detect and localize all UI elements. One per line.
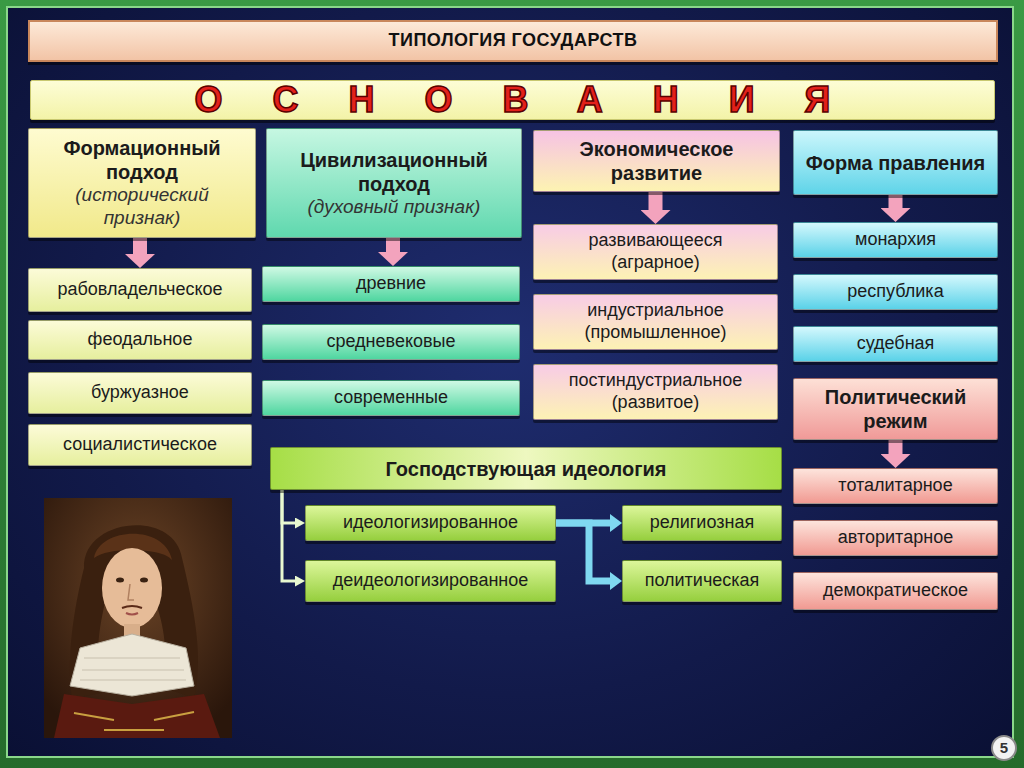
criterion-header: Экономическое развитие <box>533 130 780 192</box>
box-text: средневековые <box>326 331 455 353</box>
box-text: современные <box>334 387 448 409</box>
type-box: судебная <box>793 326 998 362</box>
box-text: тоталитарное <box>838 475 952 497</box>
box-text: судебная <box>857 333 935 355</box>
criterion-header: Форма правления <box>793 130 998 195</box>
type-box: авторитарное <box>793 520 998 556</box>
type-box: древние <box>262 266 520 302</box>
slide-number-text: 5 <box>1000 739 1008 757</box>
box-text: Цивилизационный подход <box>275 148 513 196</box>
type-box: идеологизированное <box>305 505 556 541</box>
box-text: индустриальное (промышленное) <box>542 300 769 343</box>
criterion-header: Формационный подход(исторический признак… <box>28 128 256 238</box>
type-box: тоталитарное <box>793 468 998 504</box>
type-box: развивающееся (аграрное) <box>533 224 778 280</box>
connector-arrow <box>133 238 147 254</box>
box-text: республика <box>847 281 943 303</box>
box-text: древние <box>356 273 426 295</box>
box-text: политическая <box>645 570 760 592</box>
type-box: деидеологизированное <box>305 560 556 602</box>
box-text: Политический режим <box>802 385 989 433</box>
box-text: Господствующая идеология <box>385 457 666 481</box>
box-text: социалистическое <box>63 434 217 456</box>
type-box: средневековые <box>262 324 520 360</box>
connector-arrow <box>649 192 663 210</box>
title-text: ТИПОЛОГИЯ ГОСУДАРСТВ <box>388 30 637 52</box>
box-text: монархия <box>855 229 936 251</box>
connector-arrow <box>556 523 610 581</box>
type-box: современные <box>262 380 520 416</box>
box-text: религиозная <box>650 512 754 534</box>
box-text: Экономическое развитие <box>542 137 771 185</box>
criterion-header: Цивилизационный подход(духовный признак) <box>266 128 522 238</box>
type-box: политическая <box>622 560 782 602</box>
type-box: постиндустриальное (развитое) <box>533 364 778 420</box>
criterion-header: Господствующая идеология <box>270 447 782 490</box>
connector-arrow <box>282 490 295 581</box>
connector-arrow <box>889 440 903 454</box>
box-text: феодальное <box>88 329 193 351</box>
title-band: ТИПОЛОГИЯ ГОСУДАРСТВ <box>28 20 998 62</box>
box-text: постиндустриальное (развитое) <box>542 370 769 413</box>
connector-arrow <box>889 195 903 208</box>
box-subtext: (духовный признак) <box>308 196 481 219</box>
connector-arrow <box>282 490 295 523</box>
box-subtext: (исторический признак) <box>37 184 247 230</box>
type-box: монархия <box>793 222 998 258</box>
type-box: демократическое <box>793 572 998 610</box>
box-text: рабовладельческое <box>57 279 222 301</box>
criterion-header: Политический режим <box>793 378 998 440</box>
type-box: феодальное <box>28 320 252 360</box>
box-text: ОСНОВАНИЯ <box>145 82 881 118</box>
box-text: развивающееся (аграрное) <box>542 230 769 273</box>
type-box: индустриальное (промышленное) <box>533 294 778 350</box>
type-box: рабовладельческое <box>28 268 252 312</box>
type-box: республика <box>793 274 998 310</box>
box-text: авторитарное <box>838 527 953 549</box>
connector-arrow <box>386 238 400 252</box>
type-box: социалистическое <box>28 424 252 466</box>
box-text: Форма правления <box>806 151 986 175</box>
box-text: демократическое <box>823 580 968 602</box>
type-box: религиозная <box>622 505 782 541</box>
box-text: буржуазное <box>91 382 189 404</box>
portrait-illustration <box>44 498 232 738</box>
box-text: деидеологизированное <box>333 570 529 592</box>
box-text: Формационный подход <box>37 136 247 184</box>
slide-number: 5 <box>992 736 1016 760</box>
box-text: идеологизированное <box>343 512 518 534</box>
banner-band: ОСНОВАНИЯ <box>30 80 995 120</box>
type-box: буржуазное <box>28 372 252 414</box>
